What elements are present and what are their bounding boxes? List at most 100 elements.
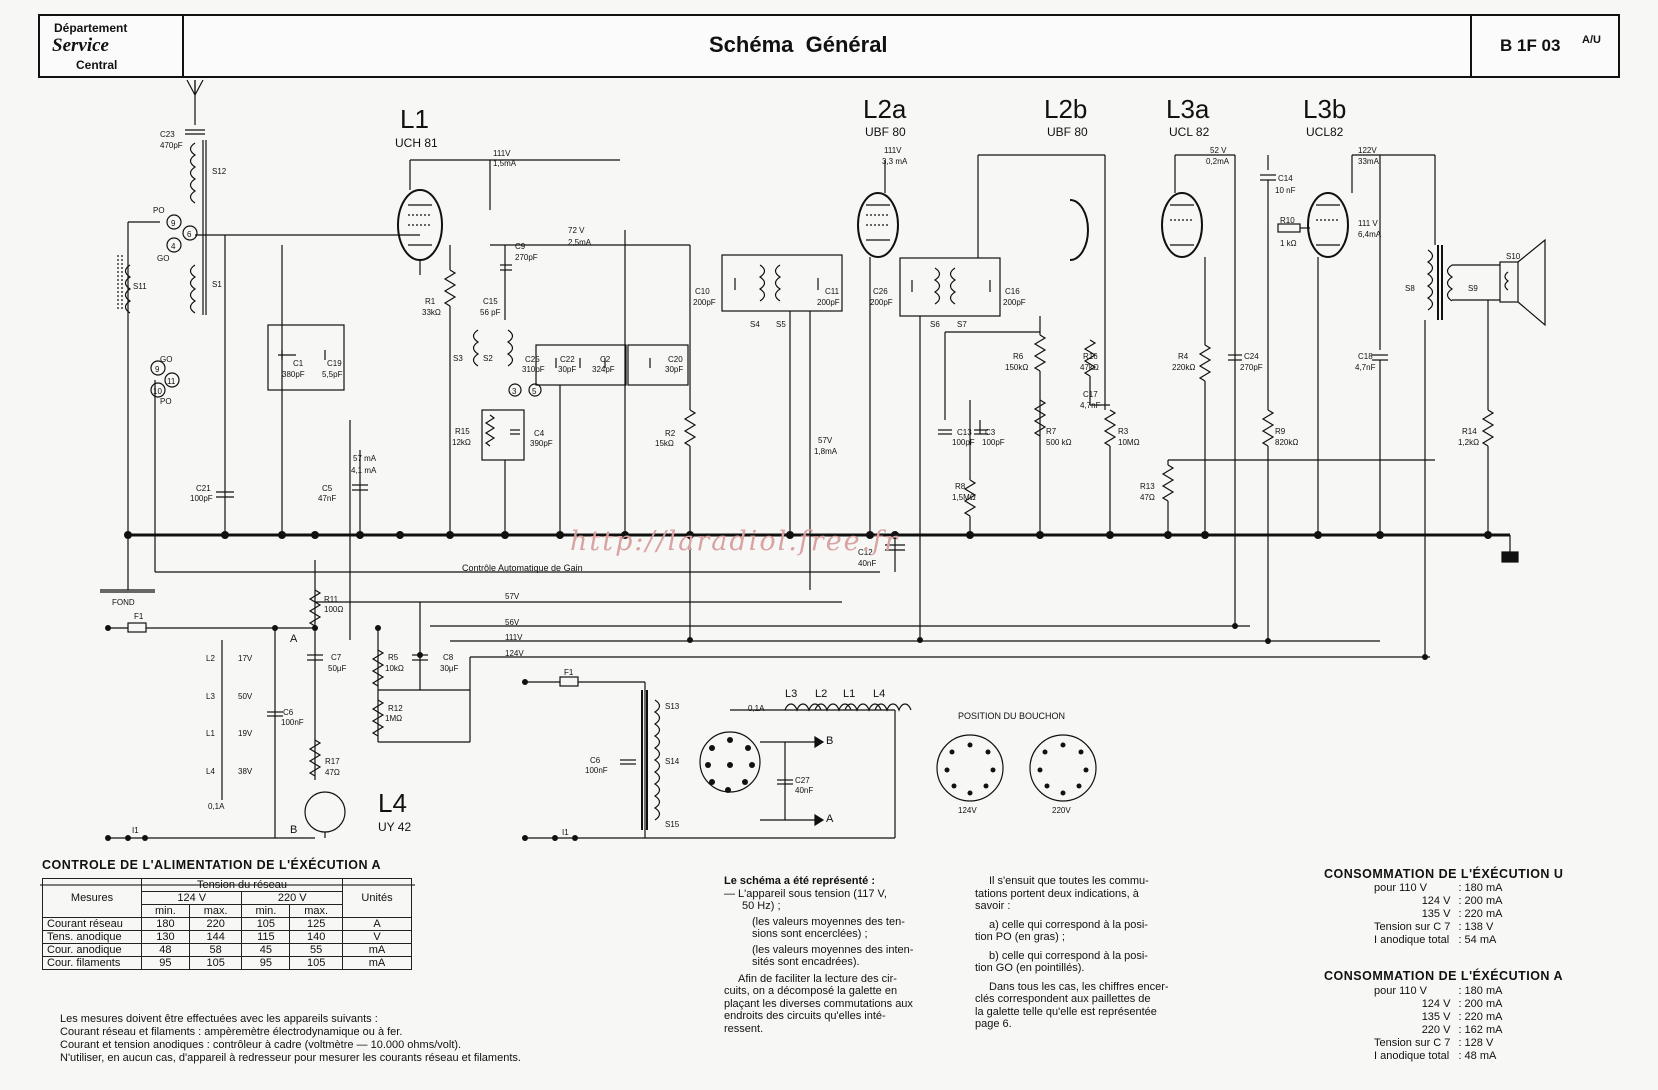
col-tension: Tension du réseau <box>141 878 343 892</box>
cell: 125 <box>289 917 343 931</box>
label-0-1a-b: 0,1A <box>748 704 765 713</box>
label-l3-value: 50V <box>238 692 253 701</box>
table-row: 135 V: 220 mA <box>1370 908 1506 921</box>
col-mesures: Mesures <box>42 878 142 918</box>
note-line: Courant et tension anodiques : contrôleu… <box>60 1039 462 1051</box>
commut-line: tion PO (en gras) ; <box>975 931 1065 943</box>
label-r14: R14 <box>1462 427 1477 436</box>
label-l4-value: 38V <box>238 767 253 776</box>
label-s7: S7 <box>957 320 967 329</box>
table-row: 220 V: 162 mA <box>1370 1024 1506 1037</box>
label-r10: R10 <box>1280 216 1295 225</box>
tube-l4-name: L4 <box>378 788 407 818</box>
label-c13-value: 100pF <box>952 438 975 447</box>
label-c9: C9 <box>515 242 526 251</box>
label-c11: C11 <box>825 287 840 296</box>
label-c4-value: 390pF <box>530 439 553 448</box>
tube-l3b-name: L3b <box>1303 94 1347 124</box>
header-ref-box: B 1F 03 A/U <box>1470 14 1620 78</box>
label-c20: C20 <box>668 355 683 364</box>
label-l1-value: 19V <box>238 729 253 738</box>
pin-5: 5 <box>532 387 537 396</box>
table-row: 124 V: 200 mA <box>1370 895 1506 908</box>
label-s9: S9 <box>1468 284 1478 293</box>
cell: 105 <box>188 956 243 970</box>
label-72v: 72 V <box>568 226 585 235</box>
label-c18-value: 4,7nF <box>1355 363 1376 372</box>
label-c1: C1 <box>293 359 304 368</box>
row-label: Cour. anodique <box>42 943 142 957</box>
label-c11-value: 200pF <box>817 298 840 307</box>
table-row: Cour. anodique 48 58 45 55 mA <box>42 943 412 957</box>
label-c24-value: 270pF <box>1240 363 1263 372</box>
tube-l4-type: UY 42 <box>378 820 412 834</box>
label-l2: L2 <box>206 654 215 663</box>
table-row: pour 110 V: 180 mA <box>1370 985 1506 998</box>
label-r17-value: 47Ω <box>325 768 340 777</box>
cell: : 54 mA <box>1458 934 1497 946</box>
cell: 124 V <box>1421 998 1451 1010</box>
cell: 140 <box>289 930 343 944</box>
label-c6-value: 100nF <box>281 718 304 727</box>
label-r12: R12 <box>388 704 403 713</box>
label-57v-b: 57V <box>818 436 833 445</box>
label-l4: L4 <box>206 767 215 776</box>
cell: 180 <box>141 917 190 931</box>
label-r16-value: 47kΩ <box>1080 363 1099 372</box>
schema-note-line: — L'appareil sous tension (117 V, <box>724 887 887 900</box>
table-row: Tens. anodique 130 144 115 140 V <box>42 930 412 944</box>
label-c26-value: 200pF <box>870 298 893 307</box>
label-r17: R17 <box>325 757 340 766</box>
label-point-b2: B <box>826 735 834 747</box>
label-111v-b: 111V <box>884 146 902 155</box>
label-r5: R5 <box>388 653 399 662</box>
label-c14-value: 10 nF <box>1275 186 1296 195</box>
label-r8-value: 1,5MΩ <box>952 493 976 502</box>
label-c12-value: 40nF <box>858 559 877 568</box>
label-s2: S2 <box>483 354 493 363</box>
label-c6b: C6 <box>590 756 601 765</box>
label-s6: S6 <box>930 320 940 329</box>
label-i1b: I1 <box>562 828 569 837</box>
cell: 220 V <box>1421 1024 1451 1036</box>
label-6-4ma: 6,4mA <box>1358 230 1382 239</box>
label-0-2ma: 0,2mA <box>1206 157 1230 166</box>
dept-line3: Central <box>76 58 118 72</box>
cell: V <box>342 930 412 944</box>
label-l1: L1 <box>206 729 215 738</box>
label-c12: C12 <box>858 548 873 557</box>
label-l3: L3 <box>206 692 215 701</box>
conso-a-table: pour 110 V: 180 mA 124 V: 200 mA 135 V: … <box>1370 985 1506 1063</box>
schema-note-line: cuits, on a décomposé la galette en <box>724 985 898 997</box>
label-po2: PO <box>160 397 172 406</box>
tube-l3a-name: L3a <box>1166 94 1210 124</box>
label-c22-value: 30pF <box>558 365 577 374</box>
dept-line1: Département <box>54 21 128 35</box>
label-c27: C27 <box>795 776 810 785</box>
cell: mA <box>342 943 412 957</box>
label-r4-value: 220kΩ <box>1172 363 1196 372</box>
schema-note-line: sités sont encadrées). <box>752 956 860 968</box>
label-4-1ma: 4,1 mA <box>351 466 377 475</box>
commut-line: la galette telle qu'elle est représentée <box>975 1005 1157 1018</box>
label-s5: S5 <box>776 320 786 329</box>
label-c21: C21 <box>196 484 211 493</box>
label-fond: FOND <box>112 598 135 607</box>
commut-line: tion GO (en pointillés). <box>975 962 1085 974</box>
cell: : 220 mA <box>1458 908 1503 920</box>
label-r9-value: 820kΩ <box>1275 438 1299 447</box>
conso-a-title: CONSOMMATION DE L'ÉXÉCUTION A <box>1324 969 1563 983</box>
label-c16-value: 200pF <box>1003 298 1026 307</box>
label-r16: R16 <box>1083 352 1098 361</box>
label-r7-value: 500 kΩ <box>1046 438 1072 447</box>
cell: 135 V <box>1421 1011 1451 1023</box>
table-row: Cour. filaments 95 105 95 105 mA <box>42 956 412 970</box>
label-c17: C17 <box>1083 390 1098 399</box>
label-r4: R4 <box>1178 352 1189 361</box>
label-s8: S8 <box>1405 284 1415 293</box>
label-c25: C25 <box>525 355 540 364</box>
cell: pour 110 V <box>1374 985 1428 997</box>
label-c8: C8 <box>443 653 454 662</box>
label-r1-value: 33kΩ <box>422 308 441 317</box>
